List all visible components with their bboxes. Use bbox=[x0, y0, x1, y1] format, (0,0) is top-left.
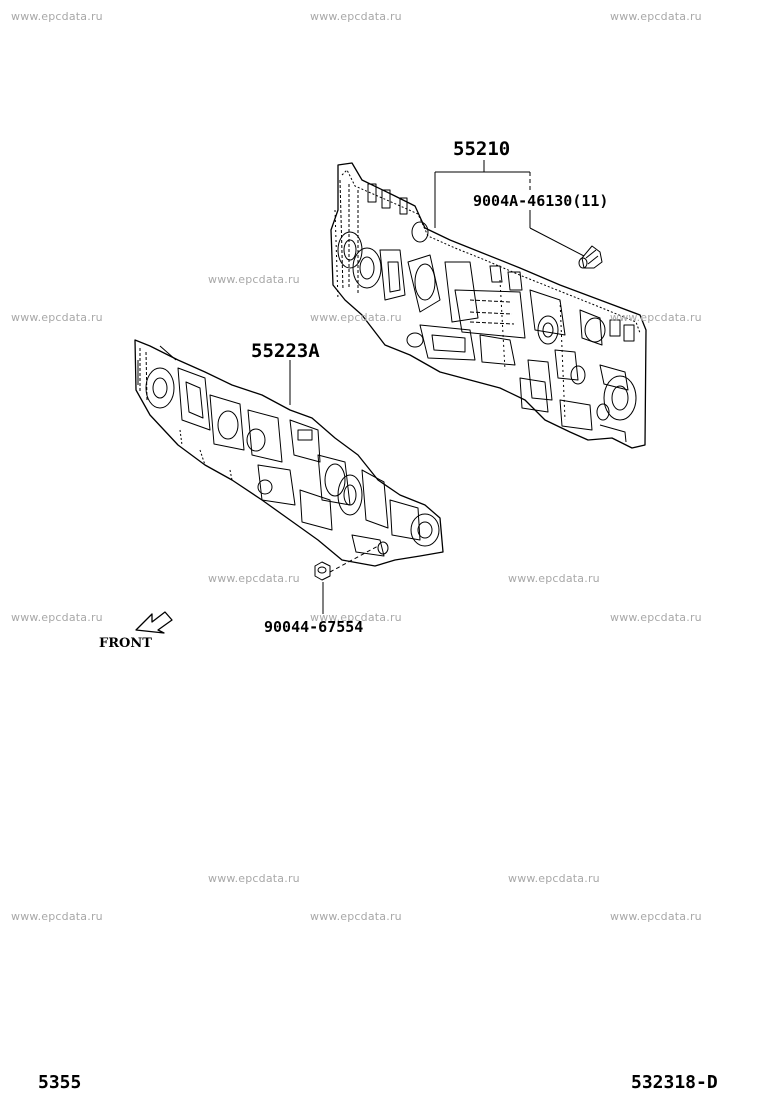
watermark: www.epcdata.ru bbox=[610, 10, 702, 23]
illustration-code: 532318-D bbox=[631, 1072, 718, 1093]
dash-insulator-inner-panel bbox=[134, 339, 444, 567]
watermark: www.epcdata.ru bbox=[11, 611, 103, 624]
watermark: www.epcdata.ru bbox=[310, 10, 402, 23]
watermark: www.epcdata.ru bbox=[508, 572, 600, 585]
part-label-55210: 55210 bbox=[453, 138, 511, 160]
front-arrow-icon bbox=[135, 611, 173, 634]
watermark: www.epcdata.ru bbox=[11, 10, 103, 23]
clip-part bbox=[578, 245, 603, 269]
watermark: www.epcdata.ru bbox=[11, 311, 103, 324]
watermark: www.epcdata.ru bbox=[208, 273, 300, 286]
part-label-9004a-46130: 9004A-46130(11) bbox=[473, 192, 609, 210]
watermark: www.epcdata.ru bbox=[208, 872, 300, 885]
watermark: www.epcdata.ru bbox=[610, 910, 702, 923]
nut-part bbox=[314, 561, 331, 581]
watermark: www.epcdata.ru bbox=[310, 910, 402, 923]
dash-insulator-outer-panel bbox=[330, 162, 647, 449]
watermark: www.epcdata.ru bbox=[11, 910, 103, 923]
watermark: www.epcdata.ru bbox=[610, 311, 702, 324]
page-number: 5355 bbox=[38, 1072, 82, 1093]
front-label: FRONT bbox=[99, 636, 152, 651]
watermark: www.epcdata.ru bbox=[208, 572, 300, 585]
watermark: www.epcdata.ru bbox=[310, 611, 402, 624]
watermark: www.epcdata.ru bbox=[310, 311, 402, 324]
watermark: www.epcdata.ru bbox=[610, 611, 702, 624]
leader-lines bbox=[289, 160, 585, 614]
part-label-90044-67554: 90044-67554 bbox=[264, 618, 364, 636]
part-label-55223a: 55223A bbox=[251, 340, 320, 362]
watermark: www.epcdata.ru bbox=[508, 872, 600, 885]
